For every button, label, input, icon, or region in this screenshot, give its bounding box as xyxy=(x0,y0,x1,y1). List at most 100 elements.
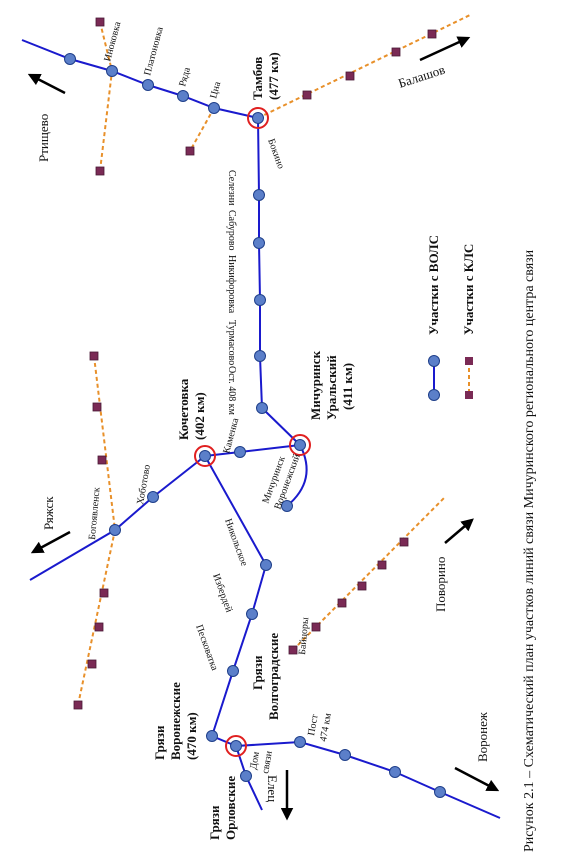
node-ost408 xyxy=(256,402,268,414)
label-selezni: Селезни xyxy=(226,170,237,206)
node-voronezh-1 xyxy=(339,749,351,761)
arrow-ryazhsk-icon xyxy=(30,530,71,554)
kls-square xyxy=(337,598,347,608)
vols-line-gryazi-voronezh xyxy=(235,740,501,819)
kls-square xyxy=(427,29,437,39)
hub-label-michurinsk-2: Уральский xyxy=(324,355,339,420)
node-nikolskoe xyxy=(260,559,272,571)
node-michurinsk-voronezhsky xyxy=(281,500,293,512)
kls-square xyxy=(377,560,387,570)
direction-arrows xyxy=(27,36,500,821)
node-kochetovka xyxy=(199,450,211,462)
vols-stations xyxy=(64,53,446,798)
node-post-474 xyxy=(294,736,306,748)
hub-label-gryazi-orl-1: Грязи xyxy=(207,805,222,840)
hub-ring-gryazi xyxy=(225,735,247,757)
label-saburovo: Сабурово xyxy=(226,210,237,250)
kls-square xyxy=(185,146,195,156)
legend: Участки с ВОЛС Участки с КЛС xyxy=(426,235,476,401)
arrow-povorino-icon xyxy=(444,518,474,544)
legend-vols-node xyxy=(428,389,440,401)
direction-balashov: Балашов xyxy=(396,62,447,91)
hub-label-kochetovka-km: (402 км) xyxy=(192,392,207,440)
direction-ryazhsk: Ряжск xyxy=(41,496,56,530)
node-michurinsk xyxy=(294,439,306,451)
hub-label-tambov-km: (477 км) xyxy=(266,52,281,100)
label-baytsory: Байцоры xyxy=(297,617,311,656)
node-platonovka xyxy=(142,79,154,91)
kls-square xyxy=(391,47,401,57)
hub-label-michurinsk-km: (411 км) xyxy=(340,363,355,410)
kls-square xyxy=(302,90,312,100)
node-turmasovo xyxy=(254,350,266,362)
label-platonovka: Платоновка xyxy=(142,25,166,77)
node-izberdey xyxy=(246,608,258,620)
hub-label-tambov: Тамбов xyxy=(250,57,265,100)
kls-square xyxy=(95,166,105,176)
label-inokovka: Иноковка xyxy=(102,20,123,63)
label-turmasovo: Турмасово xyxy=(226,320,237,365)
label-post-2: 474 км xyxy=(318,712,334,743)
kls-square xyxy=(311,622,321,632)
node-rtishchevo-1 xyxy=(64,53,76,65)
node-khobotovo xyxy=(147,491,159,503)
label-izberdey: Избердей xyxy=(210,572,234,614)
node-selezni xyxy=(253,189,265,201)
hub-label-gryazi-vor-km: (470 км) xyxy=(184,712,199,760)
vols-line-rtishchevo-tambov xyxy=(21,39,259,119)
kls-square xyxy=(87,659,97,669)
legend-kls-square xyxy=(465,357,473,365)
direction-rtishchevo: Ртищево xyxy=(36,114,51,162)
hub-labels: Тамбов (477 км) Мичуринск Уральский (411… xyxy=(152,52,355,840)
label-ost408: Ост. 408 км xyxy=(226,366,237,416)
kls-square xyxy=(357,581,367,591)
hub-label-gryazi-volg-1: Грязи xyxy=(250,655,265,690)
label-bokino: Бокино xyxy=(265,137,286,170)
label-bogoyavlensk: Богоявленск xyxy=(87,487,103,541)
vols-line-ryazhsk-kochetovka xyxy=(29,455,206,581)
figure-caption: Рисунок 2.1 – Схематический план участко… xyxy=(522,249,537,852)
node-kamenka xyxy=(234,446,246,458)
label-peskovatka: Песковатка xyxy=(193,623,220,672)
node-saburovo xyxy=(253,237,265,249)
arrow-voronezh-icon xyxy=(454,766,500,792)
kls-square xyxy=(92,402,102,412)
legend-kls-square xyxy=(465,391,473,399)
kls-square xyxy=(94,622,104,632)
node-nikiforovka xyxy=(254,294,266,306)
hub-ring-kochetovka xyxy=(194,445,216,467)
kls-square xyxy=(73,700,83,710)
kls-square xyxy=(99,588,109,598)
hub-label-gryazi-volg-2: Волгоградские xyxy=(266,633,281,720)
node-bogoyavlensk xyxy=(109,524,121,536)
node-inokovka xyxy=(106,65,118,77)
node-dom-svyazi xyxy=(240,770,252,782)
node-voronezh-3 xyxy=(434,786,446,798)
label-tsna: Цна xyxy=(208,80,223,100)
station-labels: Иноковка Платоновка Ряда Цна Селезни Саб… xyxy=(87,20,334,775)
label-dom-1: Дом xyxy=(248,750,262,770)
node-gryazi-orlovskie xyxy=(230,740,242,752)
kls-square xyxy=(345,71,355,81)
kls-lines xyxy=(77,14,471,706)
direction-povorino: Поворино xyxy=(433,557,448,612)
label-nikiforovka: Никифоровка xyxy=(226,255,237,314)
direction-elets: Елец xyxy=(265,775,280,802)
node-tsna xyxy=(208,102,220,114)
node-ryada xyxy=(177,90,189,102)
node-gryazi-voronezhskie xyxy=(206,730,218,742)
kls-square xyxy=(288,645,298,655)
hub-label-gryazi-vor-2: Воронежские xyxy=(168,682,183,760)
hub-label-gryazi-orl-2: Орловские xyxy=(223,776,238,840)
hub-label-gryazi-vor-1: Грязи xyxy=(152,725,167,760)
direction-voronezh: Воронеж xyxy=(475,711,490,762)
hub-ring-tambov xyxy=(247,107,269,129)
legend-vols-label: Участки с ВОЛС xyxy=(426,235,441,335)
kls-square xyxy=(89,351,99,361)
arrow-balashov-icon xyxy=(419,36,471,62)
node-peskovatka xyxy=(227,665,239,677)
vols-line-kochetovka-gryazi xyxy=(204,455,268,747)
label-dom-2: связи xyxy=(260,749,275,774)
vols-lines xyxy=(21,39,501,819)
